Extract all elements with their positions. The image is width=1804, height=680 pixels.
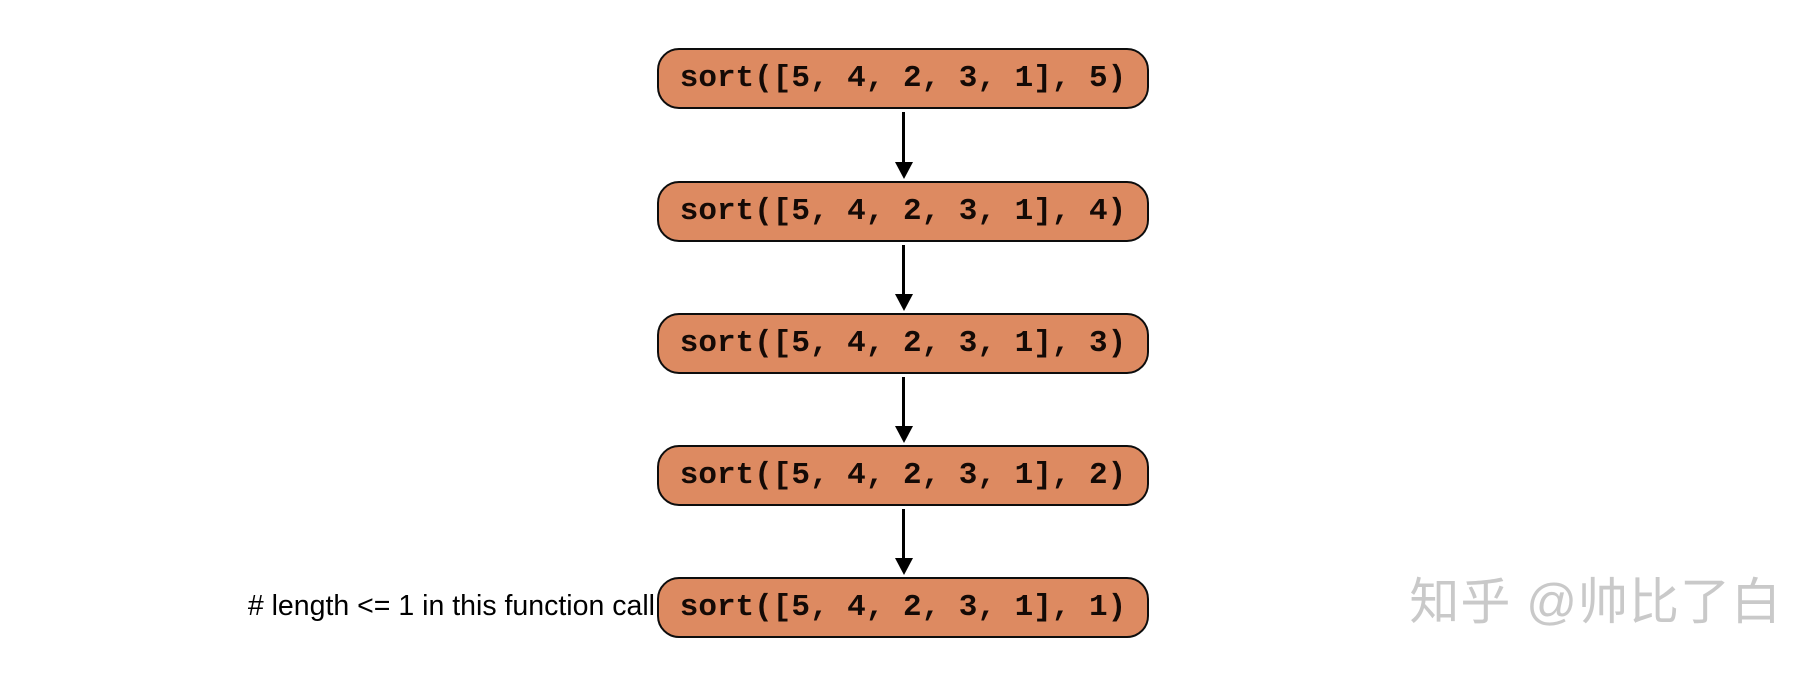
- arrow-down-icon: [894, 245, 913, 311]
- arrow-head: [894, 294, 913, 311]
- arrow-head: [894, 558, 913, 575]
- call-node-label: sort([5, 4, 2, 3, 1], 2): [679, 458, 1127, 493]
- zhihu-watermark: 知乎 @帅比了白: [1409, 574, 1782, 630]
- arrow-down-icon: [894, 509, 913, 575]
- base-case-annotation: # length <= 1 in this function call: [247, 590, 655, 622]
- arrow-down-icon: [894, 112, 913, 179]
- call-node-label: sort([5, 4, 2, 3, 1], 4): [679, 194, 1127, 229]
- call-node-depth-1: sort([5, 4, 2, 3, 1], 1): [657, 577, 1149, 638]
- arrow-shaft: [902, 245, 905, 294]
- arrow-shaft: [902, 377, 905, 426]
- call-node-depth-3: sort([5, 4, 2, 3, 1], 3): [657, 313, 1149, 374]
- call-node-label: sort([5, 4, 2, 3, 1], 3): [679, 326, 1127, 361]
- arrow-head: [894, 426, 913, 443]
- call-node-depth-4: sort([5, 4, 2, 3, 1], 4): [657, 181, 1149, 242]
- call-node-depth-2: sort([5, 4, 2, 3, 1], 2): [657, 445, 1149, 506]
- arrow-shaft: [902, 509, 905, 558]
- call-node-label: sort([5, 4, 2, 3, 1], 5): [679, 61, 1127, 96]
- arrow-shaft: [902, 112, 905, 162]
- arrow-head: [894, 162, 913, 179]
- call-node-depth-5: sort([5, 4, 2, 3, 1], 5): [657, 48, 1149, 109]
- arrow-down-icon: [894, 377, 913, 443]
- call-node-label: sort([5, 4, 2, 3, 1], 1): [679, 590, 1127, 625]
